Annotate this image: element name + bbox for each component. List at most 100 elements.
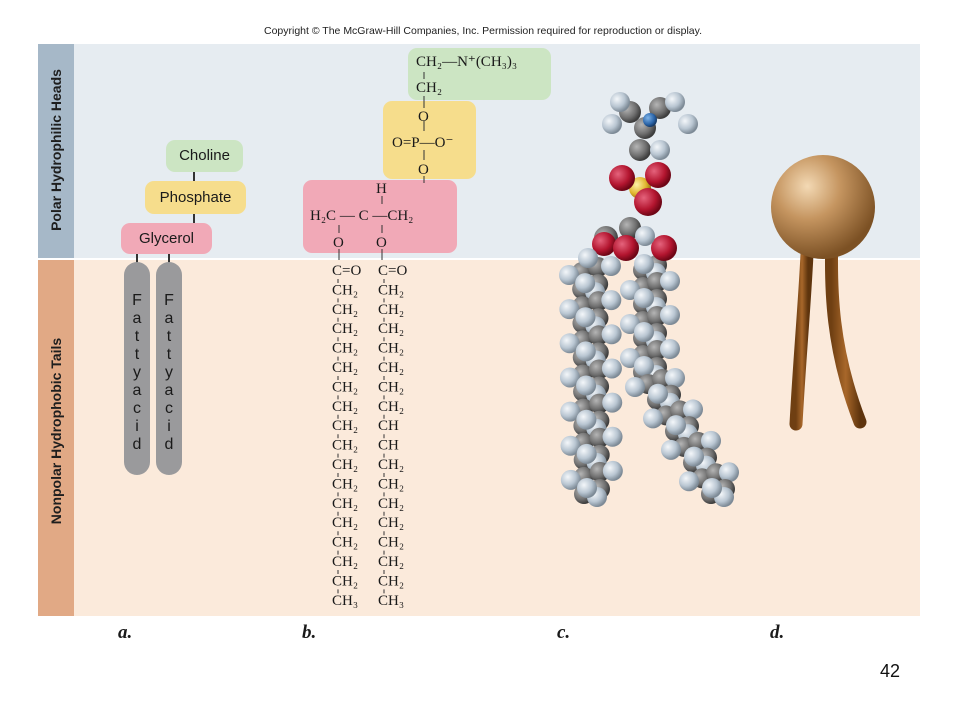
hydrogen-atom [601,256,621,276]
hydrogen-atom [601,324,622,345]
choline-formula-box [408,48,551,100]
hydrogen-atom [634,356,654,376]
choline-ch2-text: CH₂ [416,80,442,96]
hydrogen-atom [602,114,622,134]
hydrogen-atom [648,383,668,404]
phosphate-glycerol-link [193,212,195,224]
hydrogen-atom [625,377,645,397]
hydrogen-atom [575,273,596,294]
hydrogen-atom [701,430,721,451]
hydrogen-atom [679,471,699,492]
hydrogen-atom [643,408,663,429]
choline-box: Choline [166,140,243,172]
hydrogen-atom [683,399,703,420]
hydrogen-atom [575,307,596,328]
molecule-atoms [559,92,739,507]
hydrogen-atom [601,358,622,379]
glycerol-o-left: O [333,235,344,251]
chain-left-item: CH₂ [332,438,358,454]
oxygen-atom [609,165,635,191]
chain-right-item: CH₂ [378,321,404,337]
hydrogen-atom [660,305,680,325]
chain-right-item: CH₂ [378,379,404,395]
hydrogen-atom [634,288,654,308]
hydrogen-atom [650,140,670,160]
phosphate-formula-box [383,101,476,179]
oxygen-atom [634,188,662,216]
chain-left-item: CH₂ [332,573,358,589]
hydrogen-atom [702,478,722,498]
chain-left-item: C=O [332,263,361,279]
panel-label-d: d. [770,622,785,643]
chain-left-item: CH₂ [332,282,358,298]
chain-right-item: CH₂ [378,399,404,415]
head-sphere [771,155,875,259]
hydrogen-atom [576,409,597,430]
hydrogen-atom [684,446,704,467]
chain-left-item: CH₂ [332,535,358,551]
hydrogen-atom [560,435,581,456]
chain-left-item: CH₂ [332,360,358,376]
chain-right-item: CH₂ [378,360,404,376]
fatty-acid-chain-left: C=O CH₂ CH₂ CH₂ CH₂ CH₂ CH₂ CH₂ CH₂ CH₂ CH₂ CH₂ CH₂ C… [332,263,361,609]
choline-phosphate-link [193,170,195,182]
tail-rod-right [824,227,867,429]
chain-left-item: CH₂ [332,399,358,415]
hydrogen-atom [578,248,598,268]
hydrogen-atom [634,322,654,342]
panel-label-c: c. [557,622,571,643]
chain-right-item: CH₂ [378,282,404,298]
hydrogen-atom [610,92,630,112]
panel-label-a: a. [118,622,133,643]
glycerol-tail1-link [136,252,138,264]
hydrogen-atom [660,271,680,291]
hydrogen-atom [559,265,579,285]
hydrogen-atom [575,341,596,362]
chain-left-item: CH₂ [332,554,358,570]
hydrogen-atom [635,226,655,246]
hydrogen-atom [559,299,580,320]
hydrogen-atom [634,254,654,274]
oxygen-atom [613,235,639,261]
page-number: 42 [880,661,901,681]
glycerol-box: Glycerol [121,223,212,254]
hydrogen-atom [719,462,739,483]
carbon-atom [629,139,651,161]
chain-left-item: CH₃ [332,593,358,609]
chain-left-item: CH₂ [332,379,358,395]
phosphate-o-bottom: O [418,162,429,178]
hydrogen-atom [665,368,685,388]
hydrogen-atom [559,333,580,354]
glycerol-h-text: H [376,181,387,197]
copyright-notice: Copyright © The McGraw-Hill Companies, I… [263,25,703,37]
hydrogen-atom [576,375,597,396]
chain-left-item: CH₂ [332,515,358,531]
chain-left-item: CH₂ [332,341,358,357]
chain-left-item: CH₂ [332,496,358,512]
hydrogen-atom [661,439,681,460]
hydrogen-atom [560,469,581,490]
hydrogen-atom [602,392,623,413]
hydrogen-atom [560,401,581,422]
hydrogen-atom [577,478,597,498]
phosphate-o-top: O [418,109,429,125]
chain-right-item: CH₃ [378,593,404,609]
choline-group-text: CH₂—N⁺(CH₃)₃ [416,54,517,70]
phosphate-row-text: O=P—O⁻ [392,135,453,151]
glycerol-formula-box [303,180,457,253]
oxygen-atom [645,162,671,188]
hydrogen-atom [666,415,686,436]
phosphate-box: Phosphate [145,181,246,214]
glycerol-o-right: O [376,235,387,251]
chain-right-item: CH₂ [378,535,404,551]
chain-right-item: CH₂ [378,457,404,473]
hydrogen-atom [660,339,680,359]
polar-side-bar [38,44,74,258]
chain-left-item: CH₂ [332,457,358,473]
tail-rod-left [789,225,815,431]
region-divider [38,258,920,260]
